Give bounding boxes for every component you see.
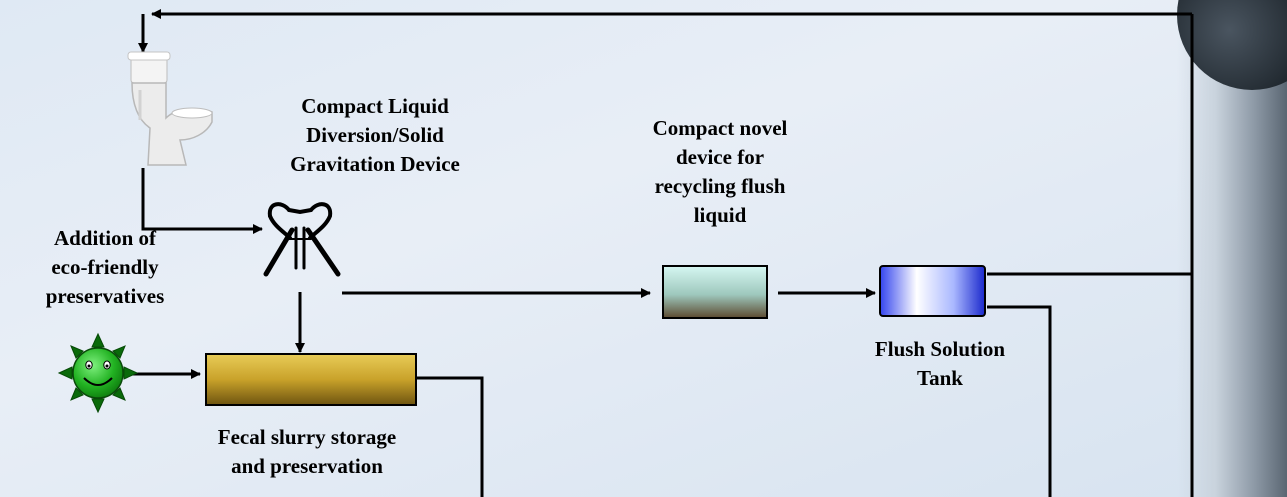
label-line: and preservation xyxy=(231,454,383,478)
label-line: Compact Liquid xyxy=(301,94,449,118)
label-flush-tank: Flush Solution Tank xyxy=(830,335,1050,393)
connectors xyxy=(132,9,1194,497)
label-preservatives: Addition of eco-friendly preservatives xyxy=(0,224,210,311)
label-diversion-device: Compact Liquid Diversion/Solid Gravitati… xyxy=(250,92,500,179)
tank-drain-line xyxy=(987,305,1052,497)
label-line: preservatives xyxy=(45,284,165,308)
label-storage: Fecal slurry storage and preservation xyxy=(162,423,452,481)
label-line: recycling flush xyxy=(654,174,786,198)
recycler-box xyxy=(662,265,768,319)
toilet-to-device-line xyxy=(141,168,263,234)
corner-decoration xyxy=(1177,0,1287,497)
label-line: Tank xyxy=(917,366,963,390)
label-recycler: Compact novel device for recycling flush… xyxy=(610,114,830,230)
label-line: liquid xyxy=(693,203,747,227)
toilet-icon xyxy=(127,51,213,166)
label-line: device for xyxy=(675,145,765,169)
label-line: Flush Solution xyxy=(874,337,1006,361)
label-line: Addition of xyxy=(53,226,157,250)
label-line: Fecal slurry storage xyxy=(217,425,397,449)
storage-box xyxy=(205,353,417,406)
flush-tank-box xyxy=(879,265,986,317)
label-line: Gravitation Device xyxy=(290,152,460,176)
smiley-sun-icon xyxy=(57,332,139,414)
storage-outlet-line xyxy=(417,376,484,497)
label-line: Compact novel xyxy=(652,116,788,140)
label-line: Diversion/Solid xyxy=(306,123,444,147)
label-line: eco-friendly xyxy=(51,255,159,279)
diversion-device-icon xyxy=(263,202,341,277)
